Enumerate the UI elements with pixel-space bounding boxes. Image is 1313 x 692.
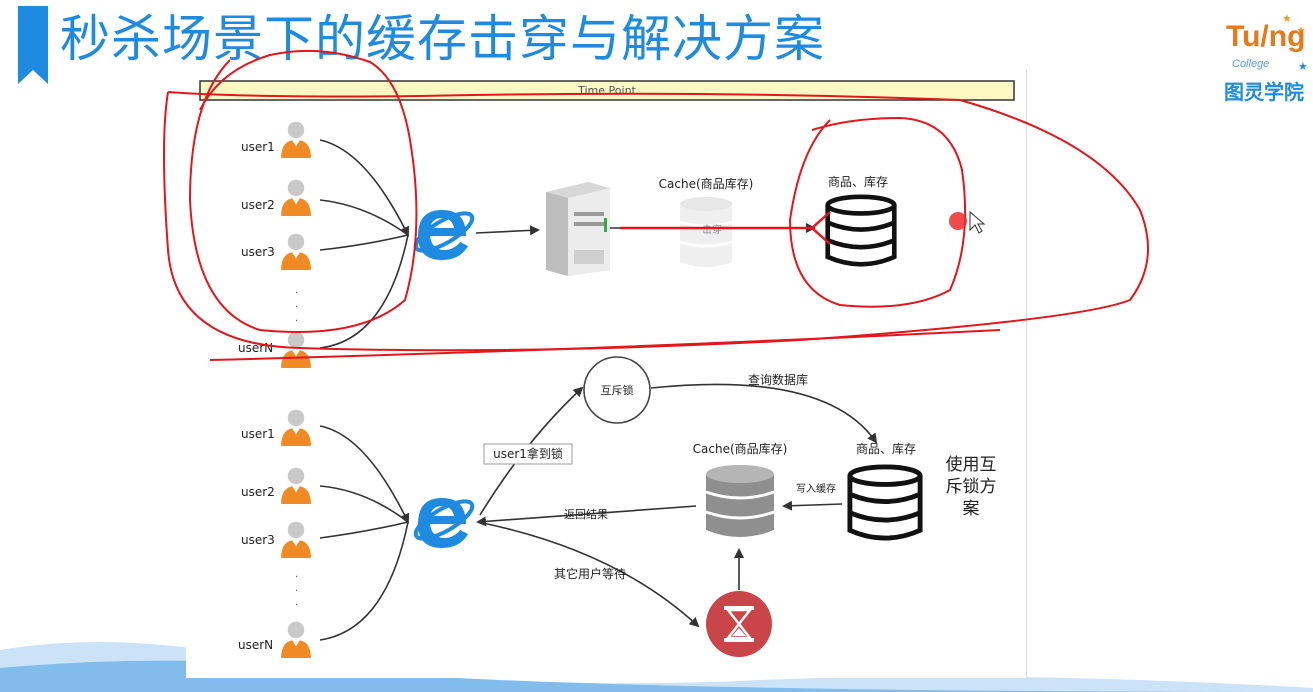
db-label: 商品、库存 bbox=[856, 441, 916, 456]
ellipsis-dot: · bbox=[295, 288, 298, 299]
cache-label: Cache(商品库存) bbox=[693, 441, 788, 456]
star-icon: ★ bbox=[1282, 12, 1292, 25]
cache-breakdown-diagram: Time Point user1 user2 user3 · · · userN… bbox=[199, 80, 1015, 658]
user-label: user3 bbox=[241, 245, 275, 259]
user-label: user2 bbox=[241, 198, 275, 212]
cache-label: Cache(商品库存) bbox=[659, 176, 754, 191]
star-icon: ★ bbox=[1296, 24, 1306, 37]
user-icon bbox=[281, 467, 311, 504]
return-result-label: 返回结果 bbox=[564, 508, 608, 521]
wait-arrow bbox=[477, 521, 700, 628]
request-arrow bbox=[319, 485, 409, 523]
ellipsis-dot: · bbox=[295, 302, 298, 313]
db-label: 商品、库存 bbox=[828, 174, 888, 189]
diagram-canvas: Time Point user1 user2 user3 · · · userN… bbox=[186, 70, 1027, 678]
user-label: userN bbox=[238, 638, 273, 652]
timeline-label: Time Point bbox=[577, 84, 636, 97]
user1-lock-tag bbox=[483, 443, 573, 465]
page-title: 秒杀场景下的缓存击穿与解决方案 bbox=[60, 10, 825, 68]
user-label: user2 bbox=[241, 485, 275, 499]
request-arrow bbox=[319, 234, 409, 251]
write-cache-arrow bbox=[782, 500, 843, 511]
request-arrow bbox=[319, 234, 409, 349]
database-icon bbox=[828, 197, 895, 265]
user-icon bbox=[281, 331, 311, 368]
solution-label-line: 使用互 bbox=[946, 454, 997, 475]
ellipsis-dot: · bbox=[295, 316, 298, 327]
ellipsis-dot: · bbox=[295, 586, 298, 597]
browser-icon bbox=[408, 492, 478, 550]
solution-label-line: 案 bbox=[963, 499, 980, 519]
user-icon bbox=[281, 521, 311, 558]
user-label: user1 bbox=[241, 427, 275, 441]
star-icon: ★ bbox=[1298, 60, 1308, 73]
return-result-arrow bbox=[476, 505, 697, 527]
logo-wordmark: Tu/ng bbox=[1226, 20, 1306, 53]
request-arrow bbox=[319, 139, 409, 237]
hourglass-icon bbox=[706, 591, 772, 657]
user-label: user1 bbox=[241, 140, 275, 154]
database-icon bbox=[850, 467, 920, 538]
user-icon bbox=[281, 409, 311, 446]
title-accent-bar bbox=[18, 6, 48, 84]
breakdown-label: 击穿 bbox=[702, 223, 722, 236]
user-icon bbox=[281, 233, 311, 270]
user-icon bbox=[281, 621, 311, 658]
query-db-arrow bbox=[650, 383, 878, 444]
turing-logo: ★ ★ ★ Tu/ng College 图灵学院 bbox=[1218, 10, 1310, 105]
mutex-lock-label: 互斥锁 bbox=[601, 383, 634, 397]
solution-label-line: 斥锁方 bbox=[946, 477, 997, 497]
request-arrow bbox=[319, 521, 409, 641]
logo-chinese-name: 图灵学院 bbox=[1224, 80, 1304, 104]
write-cache-label: 写入缓存 bbox=[796, 482, 836, 495]
user-icon bbox=[281, 121, 311, 158]
request-arrow bbox=[319, 199, 409, 236]
ellipsis-dot: · bbox=[295, 600, 298, 611]
logo-subtitle: College bbox=[1232, 58, 1270, 70]
wait-label: 其它用户等待 bbox=[554, 566, 626, 581]
user-label: user3 bbox=[241, 533, 275, 547]
user-icon bbox=[281, 179, 311, 216]
browser-icon bbox=[408, 204, 478, 262]
server-icon bbox=[546, 182, 610, 276]
request-arrow bbox=[319, 425, 410, 524]
request-arrow bbox=[319, 521, 409, 539]
user1-lock-label: user1拿到锁 bbox=[493, 446, 563, 461]
ellipsis-dot: · bbox=[295, 572, 298, 583]
browser-to-server-arrow bbox=[475, 225, 540, 236]
query-db-label: 查询数据库 bbox=[748, 372, 808, 387]
user-label: userN bbox=[238, 341, 273, 355]
cache-database-icon bbox=[705, 465, 775, 537]
